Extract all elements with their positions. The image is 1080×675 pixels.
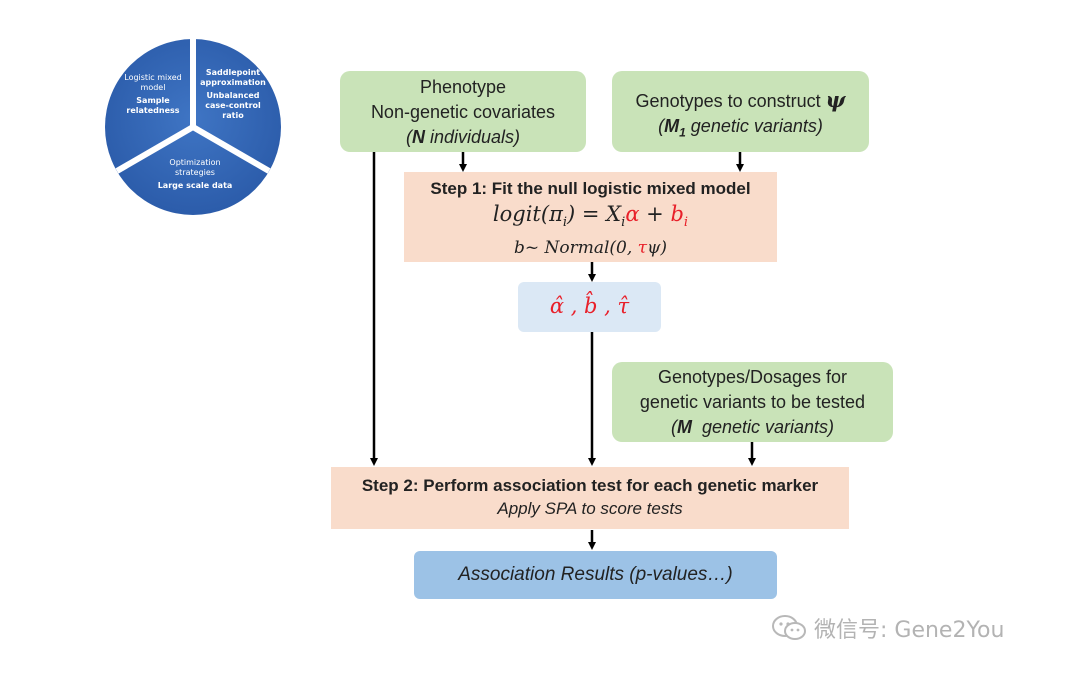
- tau-hat: τ̂: [617, 294, 630, 318]
- eq-plus: +: [639, 202, 671, 226]
- dist-post: ψ): [647, 238, 668, 259]
- genotypes-psi-text: Genotypes to construct: [635, 91, 826, 111]
- pie-segment-subtitle: Large scale data: [157, 181, 233, 190]
- step1-distribution: b~ Normal(0, τψ): [404, 237, 777, 259]
- results-label: Association Results (p-values…): [458, 564, 733, 585]
- pie-segment-subtitle: Unbalanced case-control ratio: [205, 91, 261, 120]
- step1-title: Step 1: Fit the null logistic mixed mode…: [430, 179, 751, 198]
- m-symbol: M: [664, 116, 680, 136]
- m-subscript: 1: [679, 125, 686, 140]
- psi-symbol: ψ: [825, 87, 846, 112]
- pie-divider: [191, 124, 271, 174]
- pie-segment-title: Saddlepoint approximation: [200, 68, 266, 87]
- eq-sub-i2: i: [621, 215, 626, 231]
- b-hat: b̂: [584, 294, 598, 318]
- dist-tau: τ: [637, 238, 648, 259]
- tested-genotypes-line1: Genotypes/Dosages for: [657, 367, 848, 387]
- step1-equation: logit(πi) = Xiα + bi: [404, 200, 777, 237]
- alpha-hat: α̂: [549, 294, 565, 318]
- genotypes-psi-label: Genotypes to construct ψ: [612, 87, 869, 114]
- genotypes-psi-box: Genotypes to construct ψ (M1 genetic var…: [612, 71, 869, 152]
- watermark-text: 微信号: Gene2You: [814, 618, 1005, 643]
- m1-variants-label: (M1 genetic variants): [658, 116, 823, 140]
- individuals-label: (N individuals): [405, 127, 521, 147]
- dist-pre: b~ Normal(0,: [513, 238, 638, 259]
- estimate-separator: ,: [564, 294, 585, 318]
- estimates-box: α̂ , b̂ , τ̂: [518, 282, 661, 332]
- eq-pi: (π: [540, 202, 563, 226]
- phenotype-label: Phenotype: [419, 77, 507, 97]
- m-variants-label: (M genetic variants): [670, 417, 835, 437]
- step1-box: Step 1: Fit the null logistic mixed mode…: [404, 172, 777, 262]
- pie-segment-2: Saddlepoint approximation Unbalanced cas…: [198, 68, 268, 121]
- pie-segment-subtitle: Sample relatedness: [126, 96, 180, 115]
- estimate-separator: ,: [597, 294, 618, 318]
- feature-pie-chart: [105, 35, 281, 215]
- step2-title: Step 2: Perform association test for eac…: [361, 476, 819, 495]
- m1-variants-text: genetic variants): [685, 116, 823, 136]
- wechat-icon: [772, 615, 806, 640]
- pie-segment-3: Optimization strategies Large scale data: [153, 158, 237, 191]
- pie-segment-title: Optimization strategies: [169, 158, 221, 177]
- tested-genotypes-box: Genotypes/Dosages for genetic variants t…: [612, 362, 893, 442]
- eq-alpha: α: [625, 202, 640, 226]
- eq-mid: ) = X: [567, 202, 622, 226]
- tested-genotypes-line2: genetic variants to be tested: [639, 392, 866, 412]
- pie-divider: [115, 124, 195, 174]
- n-symbol: N: [411, 127, 425, 147]
- eq-sub-bi: i: [683, 215, 689, 231]
- eq-b: b: [670, 202, 684, 226]
- pie-segment-title: Logistic mixed model: [124, 73, 182, 92]
- step2-box: Step 2: Perform association test for eac…: [331, 467, 849, 529]
- m-variants-text: genetic variants): [691, 417, 835, 437]
- eq-logit: logit: [492, 202, 541, 226]
- m-symbol: M: [676, 417, 692, 437]
- phenotype-box: Phenotype Non-genetic covariates (N indi…: [340, 71, 586, 152]
- pie-segment-1: Logistic mixed model Sample relatedness: [116, 73, 190, 116]
- step2-subtitle: Apply SPA to score tests: [497, 499, 683, 518]
- eq-sub-i: i: [562, 215, 568, 231]
- wechat-watermark: 微信号: Gene2You: [770, 612, 1004, 644]
- results-box: Association Results (p-values…): [414, 551, 777, 599]
- individuals-text: individuals): [424, 127, 521, 147]
- covariates-label: Non-genetic covariates: [370, 102, 556, 122]
